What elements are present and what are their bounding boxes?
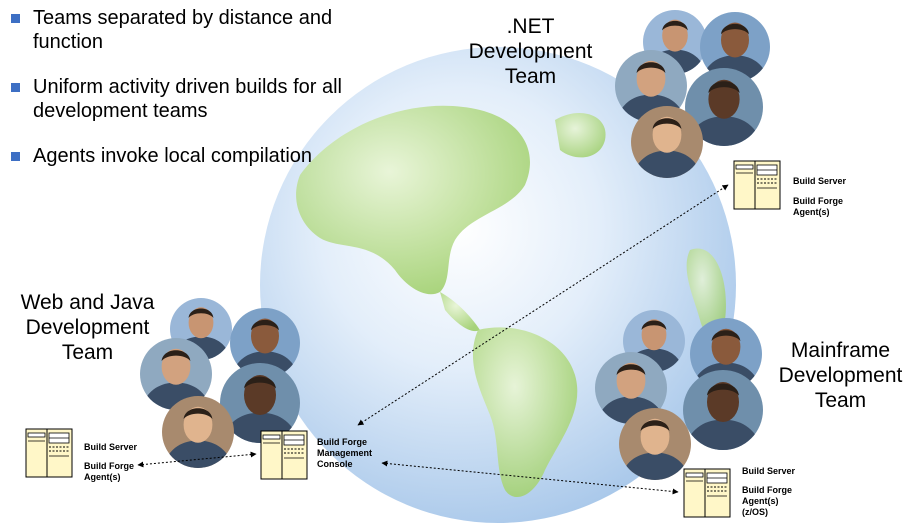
connector-console-to-mainframe: [381, 460, 679, 495]
bullet-square-icon: [11, 83, 20, 92]
connector-console-to-net: [357, 184, 729, 426]
bullet-square-icon: [11, 14, 20, 23]
bullet-item: Agents invoke local compilation: [8, 144, 388, 168]
net-build-server-icon: [733, 160, 781, 215]
net-build-server-label: Build Server: [793, 176, 847, 186]
mainframe-build-server-label: Build Server: [742, 466, 796, 476]
web-build-server-icon: [25, 428, 73, 483]
connector-web-to-console: [137, 451, 257, 468]
console-server-icon: [260, 430, 308, 485]
bullet-item: Uniform activity driven builds for all d…: [8, 75, 388, 123]
net-team-label: .NET Development Team: [468, 15, 593, 88]
webjava-team-label: Web and Java Development Team: [20, 291, 155, 364]
team-member-photo: [220, 363, 300, 443]
mainframe-team-label: Mainframe Development Team: [778, 339, 903, 412]
team-member-photo: [631, 106, 703, 178]
bullet-square-icon: [11, 152, 20, 161]
mainframe-build-server-icon: [683, 468, 731, 523]
net-team-photos: [615, 10, 770, 178]
bullet-item: Teams separated by distance and function: [8, 6, 388, 54]
web-build-server-label: Build Server: [84, 442, 138, 452]
bullet-list: Teams separated by distance and function…: [8, 6, 388, 189]
webjava-team-photos: [140, 298, 300, 468]
team-member-photo: [140, 338, 212, 410]
